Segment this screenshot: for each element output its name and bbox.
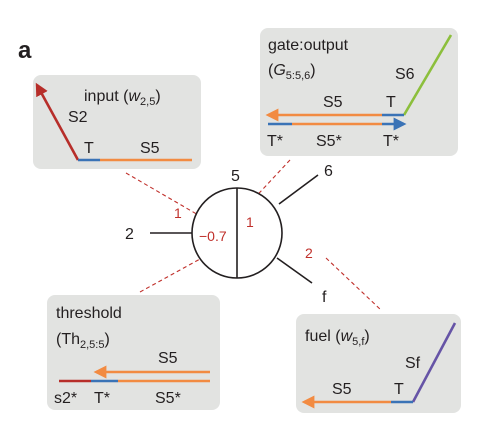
threshold-label-s5-top: S5 — [158, 350, 178, 367]
fuel-label-t: T — [394, 381, 404, 398]
gate-label-tstar-left: T* — [267, 133, 283, 150]
gate-symbol: (G5:5,6) — [268, 62, 316, 82]
fuel-title: fuel (w5,f) — [305, 328, 370, 348]
gate-title: gate:output — [268, 37, 349, 54]
input-box: input (w2,5) S2 T S5 — [33, 75, 201, 169]
wire-output-6 — [278, 174, 319, 205]
input-strand-s2 — [35, 82, 80, 161]
gate-label-t-top: T — [386, 94, 396, 111]
weight-1-gate: 1 — [246, 214, 254, 230]
input-label-s5: S5 — [140, 140, 160, 157]
threshold-title: threshold — [56, 305, 122, 322]
threshold-label-s5star: S5* — [155, 390, 181, 407]
input-label-s2: S2 — [68, 109, 88, 126]
threshold-box: threshold (Th2,5:5) S5 s2* T* S5* — [47, 295, 220, 410]
dash-fuel — [325, 257, 382, 311]
threshold-symbol: (Th2,5:5) — [56, 331, 110, 351]
gate-label-s6: S6 — [395, 66, 415, 83]
panel-letter: a — [18, 37, 32, 64]
gate-label-tstar-right: T* — [383, 133, 399, 150]
fuel-box: fuel (w5,f) Sf S5 T — [296, 314, 461, 413]
fuel-strand-sf — [411, 322, 457, 403]
node-label-5: 5 — [231, 168, 240, 185]
node-label-f: f — [322, 289, 327, 306]
gate-label-s5-top: S5 — [323, 94, 343, 111]
fuel-label-sf: Sf — [405, 355, 421, 372]
input-title: input (w2,5) — [84, 88, 161, 108]
wire-output-f — [276, 257, 313, 284]
threshold-label-s2star: s2* — [54, 390, 77, 407]
gate-strand-s6 — [402, 34, 453, 116]
weight-minus-0-7: −0.7 — [199, 228, 227, 244]
weight-1-input: 1 — [174, 205, 182, 221]
threshold-label-tstar: T* — [94, 390, 110, 407]
gate-output-box: gate:output (G5:5,6) S6 S5 T T* S5* T* — [260, 28, 458, 156]
neuron-node: 2 5 6 f 1 −0.7 1 2 — [125, 159, 382, 311]
node-label-2: 2 — [125, 226, 134, 243]
dash-input — [125, 172, 201, 217]
fuel-label-s5: S5 — [332, 381, 352, 398]
node-label-6: 6 — [324, 163, 333, 180]
input-label-t: T — [84, 140, 94, 157]
weight-2-fuel: 2 — [305, 245, 313, 261]
gate-label-s5star: S5* — [316, 133, 342, 150]
